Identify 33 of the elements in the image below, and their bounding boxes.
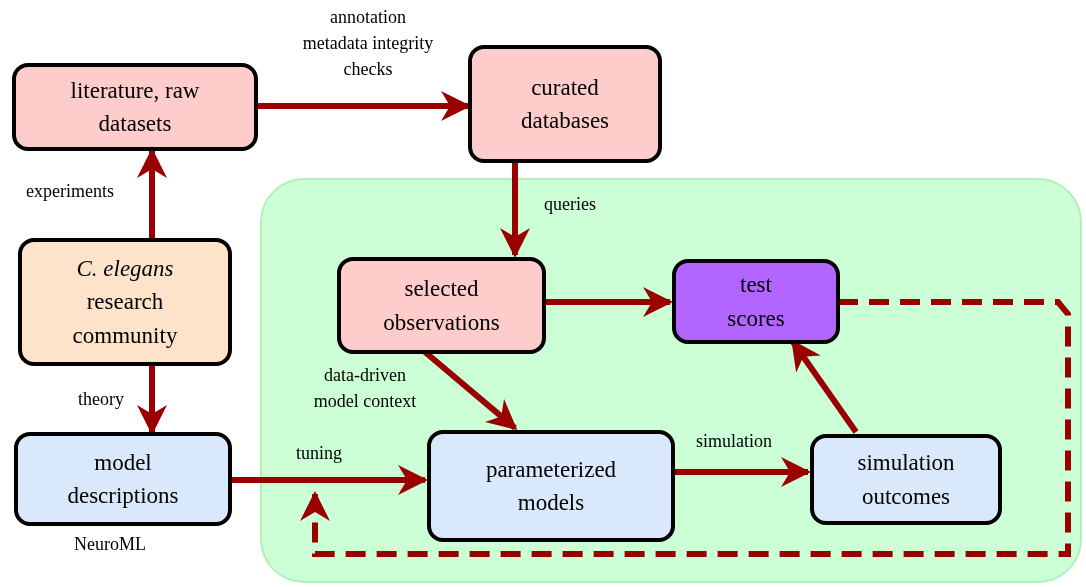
node-text: parameterized models (484, 455, 618, 517)
node-text: literature, raw datasets (69, 76, 201, 138)
edge-label: annotation metadata integrity checks (301, 6, 435, 82)
process-box (427, 430, 675, 542)
process-box (810, 434, 1002, 525)
arrow (258, 91, 471, 121)
arrow (137, 148, 167, 238)
region-background (260, 178, 1082, 583)
node-text: model descriptions (66, 448, 180, 510)
process-box (468, 45, 662, 163)
process-box (12, 63, 258, 151)
process-box (14, 432, 232, 526)
process-box (672, 259, 840, 344)
edge-label: tuning (295, 442, 343, 465)
node-text: simulation outcomes (856, 449, 956, 511)
arrow (500, 163, 530, 258)
process-box (337, 257, 546, 354)
edge-label: theory (77, 388, 125, 411)
edge-label: queries (543, 193, 597, 216)
arrow (673, 457, 811, 487)
node-text: curated databases (519, 73, 611, 135)
edge-label: data-driven model context (312, 364, 418, 414)
arrow (232, 465, 428, 495)
node-label: NeuroML (73, 533, 147, 556)
node-text: test scores (726, 271, 786, 333)
process-box (18, 238, 232, 366)
arrow (300, 299, 1071, 557)
arrow (544, 287, 673, 317)
edge-label: experiments (25, 180, 115, 203)
node-text: selected observations (382, 275, 501, 337)
edge-label: simulation (695, 430, 773, 453)
arrow (137, 366, 167, 435)
node-text: C. elegans research community (71, 255, 179, 350)
